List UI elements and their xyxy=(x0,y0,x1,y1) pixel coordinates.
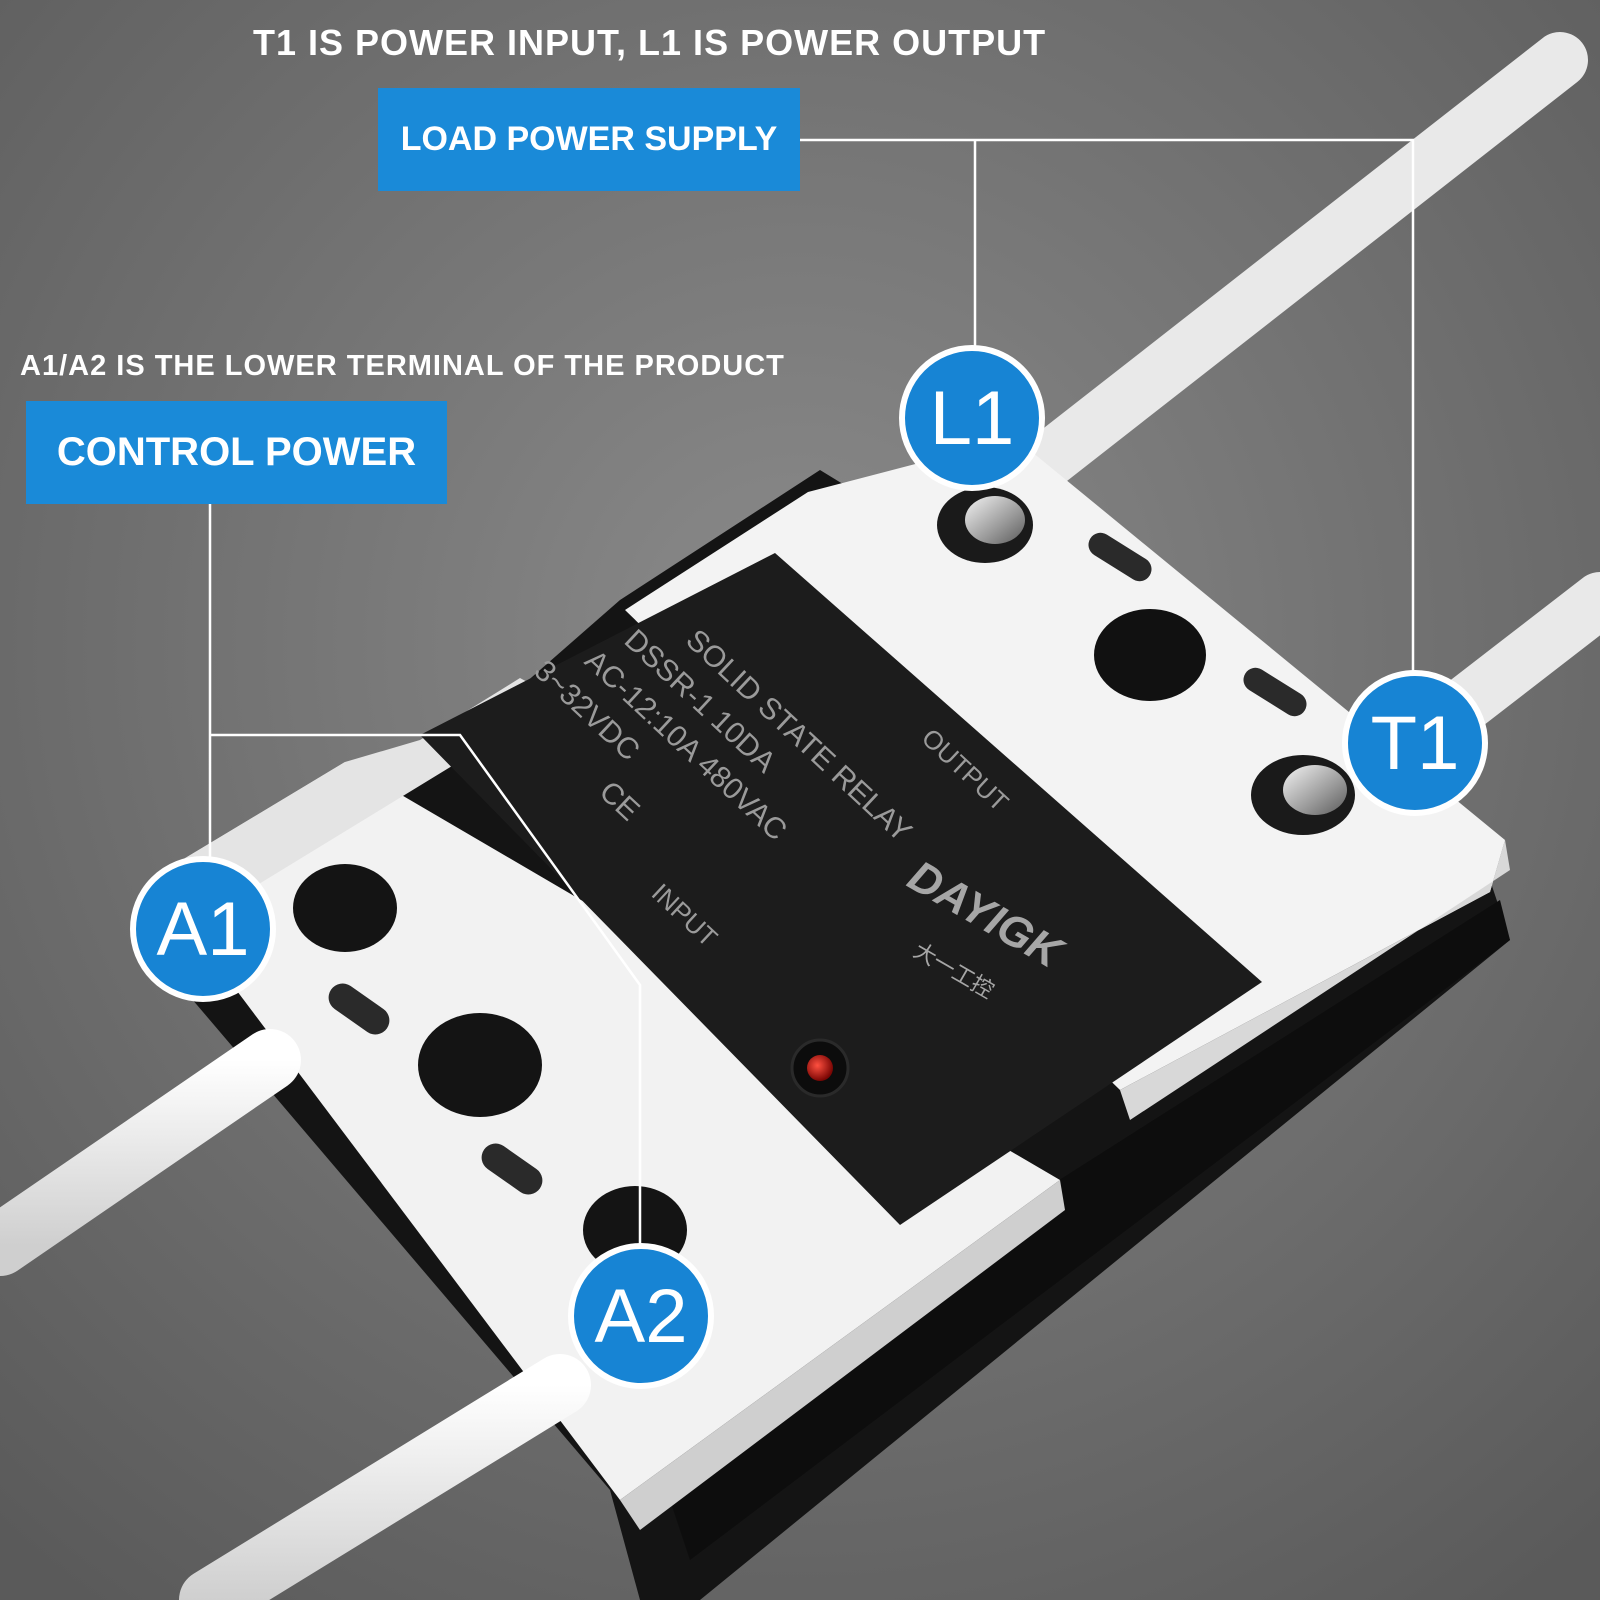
terminal-a2-badge: A2 xyxy=(568,1243,714,1389)
terminal-l1-badge: L1 xyxy=(899,345,1045,491)
leader-lines xyxy=(208,138,1415,1250)
load-power-supply-box: LOAD POWER SUPPLY xyxy=(378,88,800,191)
wire-a2 xyxy=(179,1354,591,1600)
wire-a1 xyxy=(0,1029,301,1276)
wire-l1 xyxy=(982,32,1588,518)
control-power-box: CONTROL POWER xyxy=(26,401,447,504)
terminal-t1-badge: T1 xyxy=(1342,670,1488,816)
terminal-a1-badge: A1 xyxy=(130,856,276,1002)
status-led xyxy=(807,1055,833,1081)
label-plate xyxy=(420,553,1262,1225)
leader-load xyxy=(800,138,1415,678)
top-caption: T1 IS POWER INPUT, L1 IS POWER OUTPUT xyxy=(253,22,1047,63)
wires-front xyxy=(0,1029,591,1600)
output-terminals xyxy=(937,487,1355,835)
side-caption: A1/A2 IS THE LOWER TERMINAL OF THE PRODU… xyxy=(20,350,785,382)
leader-control-a2 xyxy=(210,733,642,1250)
